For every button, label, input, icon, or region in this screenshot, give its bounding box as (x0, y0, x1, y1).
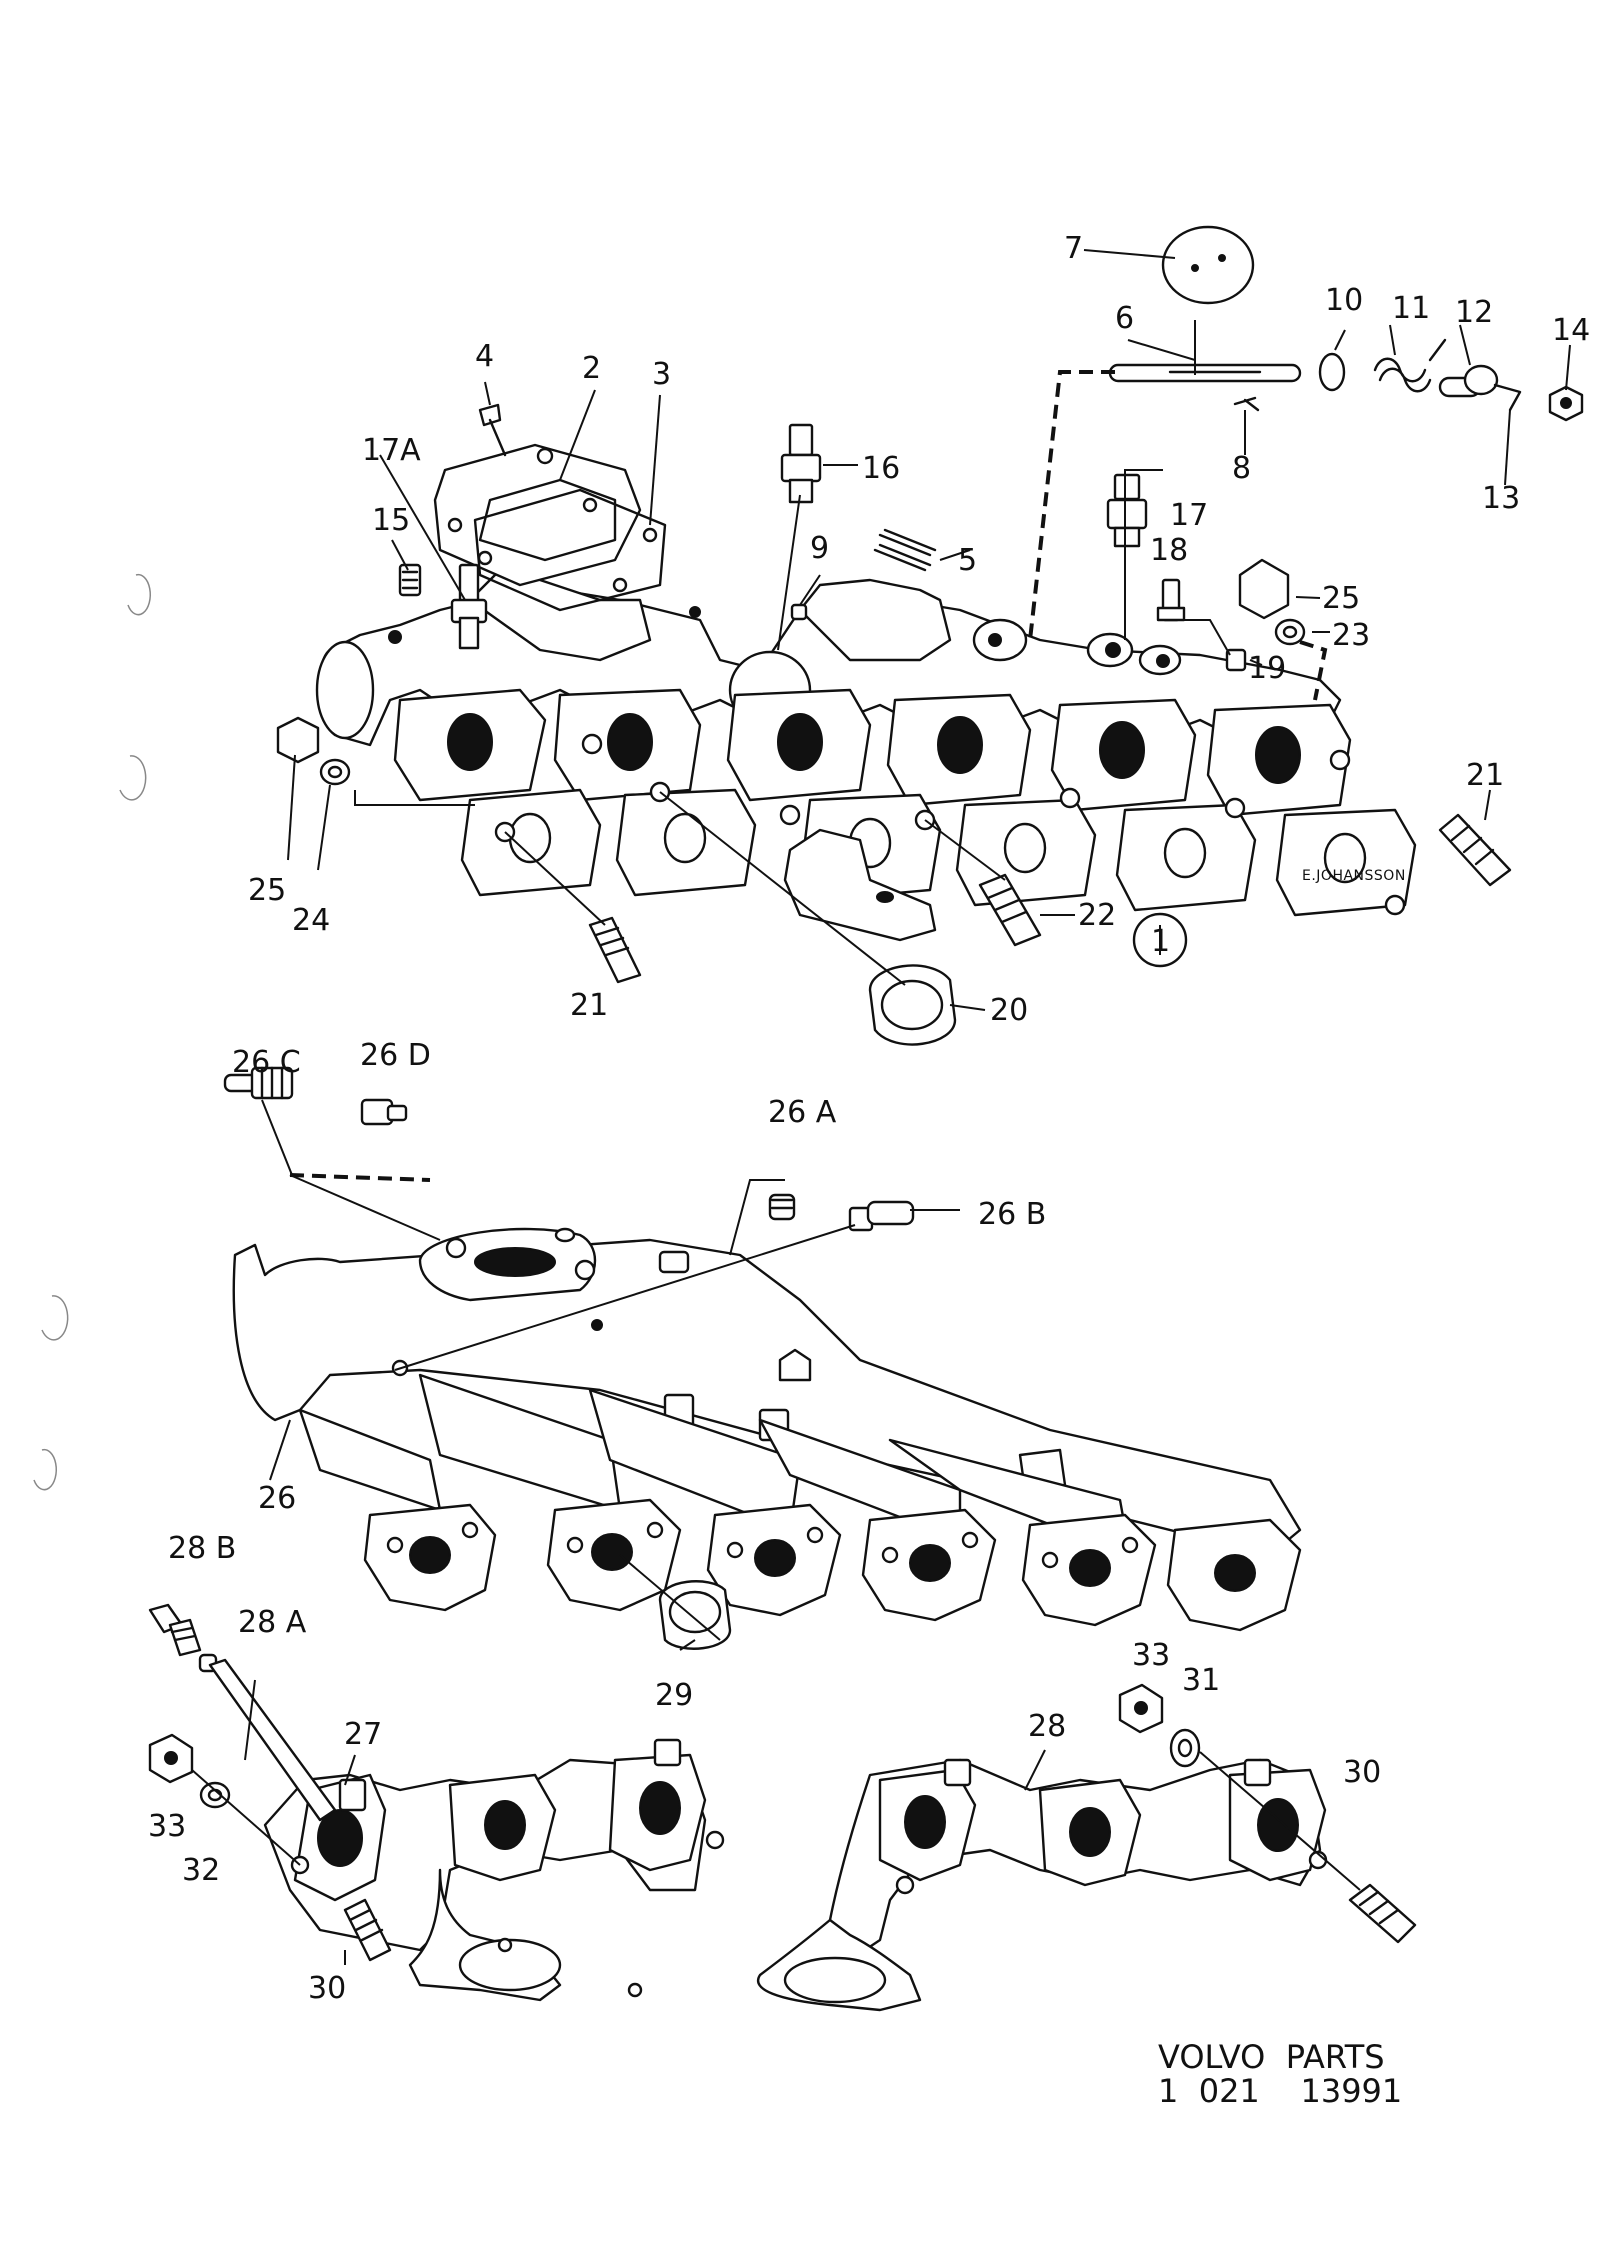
upper-port-flanges (393, 688, 1352, 817)
label-26a: 26 A (768, 1095, 837, 1130)
label-9: 9 (810, 531, 829, 566)
label-13: 13 (1482, 481, 1520, 516)
label-6: 6 (1115, 301, 1134, 336)
lower-port-flanges (460, 788, 1417, 917)
dashed-reference-top (1028, 370, 1115, 641)
callout-circle-1 (1132, 912, 1188, 968)
punch-holes (33, 573, 151, 1491)
label-26c: 26 C (232, 1045, 301, 1080)
label-14: 14 (1552, 313, 1590, 348)
label-16: 16 (862, 451, 900, 486)
leader-lines-middle (261, 1099, 960, 1651)
label-3: 3 (652, 357, 671, 392)
label-18: 18 (1150, 533, 1188, 568)
label-17: 17 (1170, 498, 1208, 533)
label-7: 7 (1064, 231, 1083, 266)
label-12: 12 (1455, 295, 1493, 330)
manifold-26 (232, 1227, 1302, 1650)
label-30-left: 30 (308, 1971, 346, 2006)
label-11: 11 (1392, 291, 1430, 326)
label-31: 31 (1182, 1663, 1220, 1698)
label-28a: 28 A (238, 1605, 307, 1640)
label-21-left: 21 (570, 988, 608, 1023)
label-1: 1 (1151, 924, 1170, 959)
label-15: 15 (372, 503, 410, 538)
exhaust-manifold-28 (756, 1758, 1328, 2012)
footer-part-number: 1 021 13991 (1158, 2072, 1402, 2110)
artist-signature: E.JOHANSSON (1302, 868, 1406, 884)
label-33-left: 33 (148, 1809, 186, 1844)
throttle-shaft-assembly (1108, 225, 1584, 422)
fasteners-top (276, 403, 1306, 786)
fasteners-bottom (148, 1603, 1417, 1962)
part-labels: 7 10 11 12 14 6 8 13 4 2 3 17A 15 16 9 5… (148, 231, 1590, 2006)
footer-brand: VOLVO PARTS (1158, 2038, 1385, 2076)
label-29: 29 (655, 1678, 693, 1713)
exhaust-manifold-27 (263, 1738, 725, 2002)
gasket-plates (433, 443, 667, 612)
label-10: 10 (1325, 283, 1363, 318)
leader-lines-bottom (191, 1679, 1361, 1965)
studs-and-sleeve (588, 813, 1512, 1046)
label-19: 19 (1248, 651, 1286, 686)
label-26b: 26 B (978, 1197, 1046, 1232)
intake-manifold: E.JOHANSSON (315, 568, 1417, 942)
label-28b: 28 B (168, 1531, 236, 1566)
dashed-reference-right (1299, 640, 1328, 701)
label-26d: 26 D (360, 1038, 431, 1073)
label-21-right: 21 (1466, 758, 1504, 793)
label-4: 4 (475, 339, 494, 374)
label-26: 26 (258, 1481, 296, 1516)
label-8: 8 (1232, 451, 1251, 486)
label-24: 24 (292, 903, 330, 938)
label-25-left: 25 (248, 873, 286, 908)
label-23: 23 (1332, 618, 1370, 653)
label-2: 2 (582, 351, 601, 386)
label-30-right: 30 (1343, 1755, 1381, 1790)
label-28: 28 (1028, 1709, 1066, 1744)
label-17a: 17A (362, 433, 421, 468)
label-25-right: 25 (1322, 581, 1360, 616)
footer: VOLVO PARTS 1 021 13991 (1158, 2038, 1402, 2110)
label-32: 32 (182, 1853, 220, 1888)
label-22: 22 (1078, 898, 1116, 933)
label-27: 27 (344, 1717, 382, 1752)
label-33-right: 33 (1132, 1638, 1170, 1673)
leader-24-line (354, 790, 475, 806)
leader-lines-top (287, 249, 1571, 1011)
fasteners-26 (223, 1066, 915, 1232)
label-5: 5 (958, 543, 977, 578)
label-20: 20 (990, 993, 1028, 1028)
